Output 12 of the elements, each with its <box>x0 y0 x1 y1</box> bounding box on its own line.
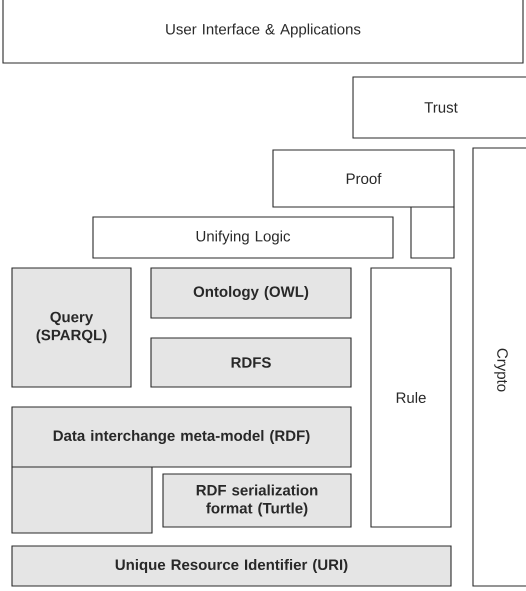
layer-box: RDF serialization format (Turtle) <box>162 473 352 528</box>
layer-box: Query (SPARQL) <box>11 267 132 388</box>
empty-box <box>11 466 153 534</box>
layer-box: Crypto <box>472 147 526 587</box>
empty-box <box>410 206 455 259</box>
layer-box: Unifying Logic <box>92 216 394 259</box>
layer-box: User Interface & Applications <box>2 0 524 64</box>
layer-box: RDFS <box>150 337 352 388</box>
layer-box: Trust <box>352 76 526 139</box>
layer-box: Rule <box>370 267 452 528</box>
layer-box: Ontology (OWL) <box>150 267 352 319</box>
layer-box: Unique Resource Identifier (URI) <box>11 545 452 587</box>
